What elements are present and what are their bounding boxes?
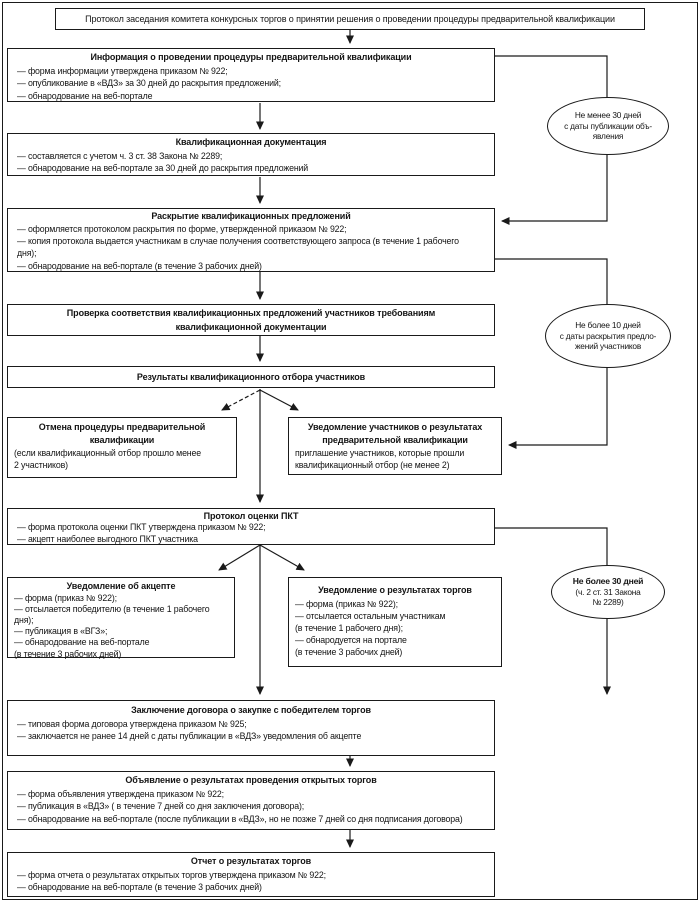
box-line: дня); — [14, 614, 34, 625]
box-line: (в течение 1 рабочего дня); — [295, 622, 403, 633]
box-line: — отсылается победителю (в течение 1 раб… — [14, 603, 210, 614]
timing-ellipse-thirty-days: Не более 30 дней (ч. 2 ст. 31 Закона № 2… — [551, 565, 665, 619]
box-line: — типовая форма договора утверждена прик… — [17, 718, 247, 729]
box-line: — обнародование на веб-портале — [14, 637, 150, 648]
box-notify-participants: Уведомление участников о результатах пре… — [288, 417, 502, 475]
box-line: — форма объявления утверждена приказом №… — [17, 788, 224, 799]
box-title: Заключение договора о закупке с победите… — [131, 705, 371, 715]
box-trade-report: Отчет о результатах торгов — форма отчет… — [7, 852, 495, 897]
box-line: — обнародование на веб-портале — [17, 90, 153, 101]
box-line: — отсылается остальным участникам — [295, 610, 446, 621]
box-line: — форма информации утверждена приказом №… — [17, 65, 228, 76]
box-qualification-docs: Квалификационная документация — составля… — [7, 133, 495, 176]
box-contract-conclusion: Заключение договора о закупке с победите… — [7, 700, 495, 756]
box-title-line1: Проверка соответствия квалификационных п… — [66, 308, 436, 318]
box-title: Уведомление об акцепте — [66, 581, 176, 591]
box-line: — копия протокола выдается участникам в … — [17, 236, 459, 247]
box-title: Уведомление участников о результатах пре… — [307, 422, 483, 445]
box-title: Информация о проведении процедуры предва… — [90, 52, 412, 62]
box-line: приглашение участников, которые прошли — [295, 447, 465, 458]
box-line: — публикация в «ВГЗ»; — [14, 626, 108, 637]
box-line: — заключается не ранее 14 дней с даты пу… — [17, 731, 362, 742]
box-line: квалификационный отбор (не менее 2) — [295, 460, 450, 471]
box-line: (если квалификационный отбор прошло мене… — [14, 447, 202, 458]
box-acceptance-notice: Уведомление об акцепте — форма (приказ №… — [7, 577, 235, 659]
box-title: Квалификационная документация — [175, 137, 327, 147]
box-results-announcement: Объявление о результатах проведения откр… — [7, 771, 495, 830]
box-disclosure: Раскрытие квалификационных предложений —… — [7, 208, 495, 272]
box-line: — обнародование на веб-портале за 30 дне… — [17, 163, 309, 174]
box-line: — составляется с учетом ч. 3 ст. 38 Зако… — [17, 150, 223, 161]
ellipse-line: с даты публикации объ- — [564, 120, 652, 131]
box-title: Уведомление о результатах торгов — [318, 585, 472, 595]
box-line: — оформляется протоколом раскрытия по фо… — [17, 224, 347, 234]
ellipse-line: № 2289) — [592, 597, 624, 608]
box-line: — обнародование на веб-портале (в течени… — [17, 882, 262, 893]
box-line: — форма отчета о результатах открытых то… — [17, 869, 326, 880]
ellipse-line: с даты раскрытия предло- — [559, 330, 657, 341]
box-trade-results-notice: Уведомление о результатах торгов — форма… — [288, 577, 502, 667]
ellipse-line: Не менее 30 дней — [574, 109, 642, 120]
box-line: — опубликование в «ВДЗ» за 30 дней до ра… — [17, 78, 281, 89]
box-committee-protocol-text: Протокол заседания комитета конкурсных т… — [85, 13, 615, 24]
box-title: Результаты квалификационного отбора учас… — [136, 371, 366, 382]
box-title: Отчет о результатах торгов — [190, 856, 312, 866]
box-line: — форма протокола оценки ПКТ утверждена … — [17, 522, 266, 533]
box-title: Объявление о результатах проведения откр… — [125, 775, 377, 785]
box-qualification-results: Результаты квалификационного отбора учас… — [7, 366, 495, 388]
box-line: дня); — [17, 248, 37, 259]
box-line: — обнародование на веб-портале (в течени… — [17, 260, 262, 271]
box-line: — публикация в «ВДЗ» ( в течение 7 дней … — [17, 801, 305, 812]
box-compliance-check: Проверка соответствия квалификационных п… — [7, 304, 495, 336]
box-line: — акцепт наиболее выгодного ПКТ участник… — [17, 534, 198, 545]
ellipse-line: (ч. 2 ст. 31 Закона — [575, 586, 641, 597]
box-line: — форма (приказ № 922); — [14, 592, 117, 603]
box-line: (в течение 3 рабочих дней) — [14, 648, 122, 659]
box-line: — обнародуется на портале — [295, 634, 407, 645]
box-line: 2 участников) — [14, 460, 68, 471]
ellipse-line: жений участников — [574, 341, 642, 352]
box-title: Протокол оценки ПКТ — [203, 511, 299, 521]
box-line: — форма (приказ № 922); — [295, 598, 398, 609]
box-qualification-info: Информация о проведении процедуры предва… — [7, 48, 495, 102]
box-title-line2: квалификационной документации — [175, 321, 327, 332]
ellipse-line: Не более 10 дней — [575, 319, 641, 330]
box-line: (в течение 3 рабочих дней) — [295, 646, 403, 657]
box-title: Отмена процедуры предварительной квалифи… — [38, 422, 206, 445]
ellipse-line: явления — [592, 131, 624, 142]
box-pkt-protocol: Протокол оценки ПКТ — форма протокола оц… — [7, 508, 495, 545]
timing-ellipse-ten-days: Не более 10 дней с даты раскрытия предло… — [545, 304, 671, 368]
box-cancel-procedure: Отмена процедуры предварительной квалифи… — [7, 417, 237, 478]
timing-ellipse-publication: Не менее 30 дней с даты публикации объ- … — [547, 97, 669, 155]
box-title: Раскрытие квалификационных предложений — [151, 211, 351, 221]
box-line: — обнародование на веб-портале (после пу… — [17, 813, 463, 824]
box-committee-protocol: Протокол заседания комитета конкурсных т… — [55, 8, 645, 30]
ellipse-line-bold: Не более 30 дней — [572, 575, 644, 586]
